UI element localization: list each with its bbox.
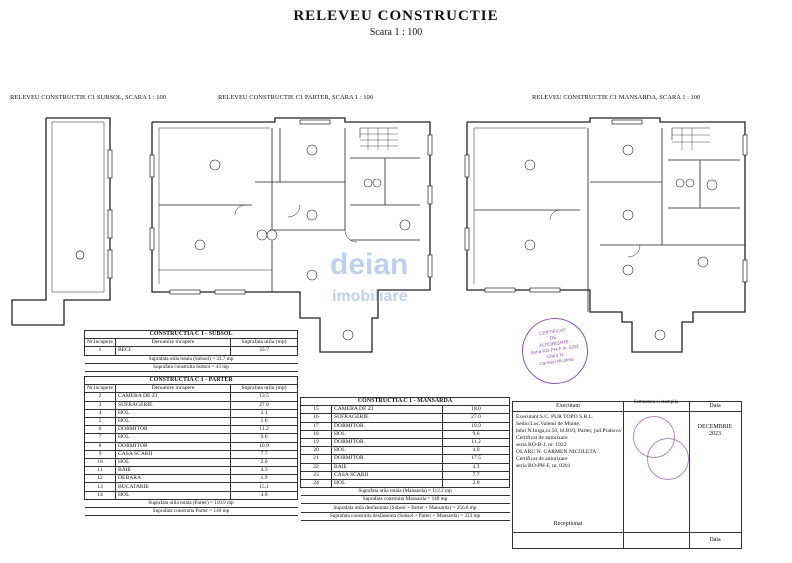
table-row: 1 BECI 33.7 — [84, 346, 298, 356]
table-subsol-title: CONSTRUCTIA C 1 - SUBSOL — [84, 329, 298, 340]
plan-label-parter: RELEVEU CONSTRUCTIE C1 PARTER, SCARA 1 :… — [218, 94, 374, 101]
executant-header: Executant — [556, 403, 580, 409]
document-date: DECEMBRIE 2023 — [697, 424, 733, 437]
plan-subsol — [11, 117, 113, 326]
document-title: RELEVEU CONSTRUCTIE — [293, 8, 499, 24]
document-scale: Scara 1 : 100 — [369, 27, 423, 38]
receptionat-date-label: Data — [709, 537, 721, 543]
executant-details: Executant:S.C. PUR TOPO S.R.L. Sediu:Loc… — [516, 414, 621, 469]
col-header: Suprafata utila (mp) — [230, 338, 298, 348]
company-stamp-2 — [647, 438, 689, 480]
total-built-area: Suprafata construita desfasurata (Subsol… — [300, 511, 510, 521]
plan-parter — [149, 117, 433, 353]
mansarda-total: Suprafata utila totala (Mansarda) = 112.… — [300, 487, 510, 497]
executant-block: Executant Semnatura si stampila Data Exe… — [512, 400, 742, 549]
plan-label-mansarda: RELEVEU CONSTRUCTIE C1 MANSARDA, SCARA 1… — [532, 94, 701, 101]
receptionat-label: Receptionat — [553, 521, 583, 527]
col-header: Denumire incapere — [115, 384, 231, 394]
col-header: Denumire incapere — [115, 338, 231, 348]
col-header: Nr.incapere — [84, 338, 116, 348]
watermark-logo: deian — [330, 248, 409, 281]
table-subsol: CONSTRUCTIA C 1 - SUBSOL Nr.incapere Den… — [84, 329, 298, 372]
plan-label-subsol: RELEVEU CONSTRUCTIE C1 SUBSOL, SCARA 1 :… — [10, 94, 167, 101]
date-header: Data — [709, 403, 721, 409]
total-useful-area: Suprafata utila desfasurata (Subsol + Pa… — [300, 503, 510, 513]
table-parter-title: CONSTRUCTIA C 1 - PARTER — [84, 375, 298, 386]
col-header: Nr.incapere — [84, 384, 116, 394]
parter-built: Suprafata construita Parter = 140 mp — [84, 506, 298, 517]
parter-total: Suprafata utila totala (Parter) = 110.9 … — [84, 498, 298, 509]
subsol-built: Suprafata construita Subsol = 43 mp — [84, 362, 298, 372]
signature-header: Semnatura si stampila — [633, 400, 679, 405]
watermark-text: imobiliare — [332, 288, 408, 305]
mansarda-built: Suprafata construita Mansarda = 140 mp — [300, 495, 510, 505]
table-mansarda-title: CONSTRUCTIA C 1 - MANSARDA — [300, 396, 510, 407]
subsol-total: Suprafata utila totala (Subsol) = 33.7 m… — [84, 354, 298, 364]
plan-mansarda — [464, 117, 748, 353]
table-parter: CONSTRUCTIA C 1 - PARTER Nr.incapere Den… — [84, 375, 298, 517]
col-header: Suprafata utila (mp) — [230, 384, 298, 394]
